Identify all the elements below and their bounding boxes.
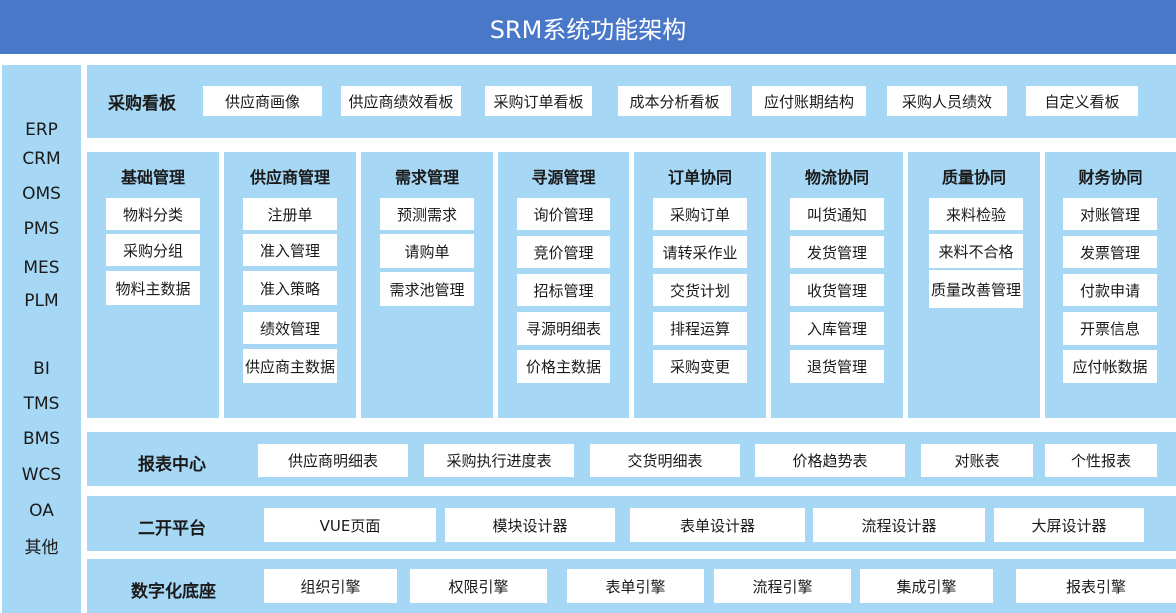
module-item[interactable]: 发票管理 <box>1063 236 1157 268</box>
report-item[interactable]: 个性报表 <box>1045 444 1157 477</box>
module-item[interactable]: 请购单 <box>380 234 474 268</box>
digital-base-label: 数字化底座 <box>131 582 216 602</box>
module-item[interactable]: 供应商主数据 <box>243 349 337 383</box>
dev-platform-item[interactable]: 流程设计器 <box>813 508 985 542</box>
side-system-item: CRM <box>22 149 61 169</box>
dev-platform-item[interactable]: 大屏设计器 <box>994 508 1144 542</box>
module-item[interactable]: 收货管理 <box>790 274 884 306</box>
side-systems-panel <box>2 65 81 613</box>
module-item[interactable]: 物料主数据 <box>106 271 200 305</box>
module-title: 基础管理 <box>120 168 185 187</box>
dev-platform-item[interactable]: 表单设计器 <box>630 508 805 542</box>
dashboard-item[interactable]: 应付账期结构 <box>752 86 866 116</box>
module-item[interactable]: 付款申请 <box>1063 274 1157 306</box>
module-item[interactable]: 需求池管理 <box>380 272 474 306</box>
digital-base-item[interactable]: 表单引擎 <box>567 569 704 603</box>
module-item[interactable]: 交货计划 <box>653 274 747 306</box>
module-item[interactable]: 准入管理 <box>243 234 337 266</box>
digital-base-item[interactable]: 集成引擎 <box>860 569 993 603</box>
side-system-item: PMS <box>23 219 60 239</box>
report-item[interactable]: 交货明细表 <box>590 444 740 477</box>
report-item[interactable]: 价格趋势表 <box>755 444 905 477</box>
digital-base-item[interactable]: 权限引擎 <box>410 569 547 603</box>
module-item[interactable]: 招标管理 <box>517 274 610 306</box>
module-item[interactable]: 退货管理 <box>790 350 884 383</box>
module-title: 寻源管理 <box>531 168 596 187</box>
module-item[interactable]: 入库管理 <box>790 312 884 345</box>
dashboard-item[interactable]: 采购订单看板 <box>485 86 592 116</box>
module-item[interactable]: 物料分类 <box>106 198 200 230</box>
side-system-item: PLM <box>24 291 59 311</box>
module-item[interactable]: 来料不合格 <box>929 234 1023 268</box>
dev-platform-item[interactable]: 模块设计器 <box>445 508 615 542</box>
side-system-item: BMS <box>22 429 61 449</box>
digital-base-item[interactable]: 组织引擎 <box>264 569 397 603</box>
module-item[interactable]: 采购变更 <box>653 350 747 383</box>
module-item[interactable]: 请转采作业 <box>653 236 747 268</box>
digital-base-item[interactable]: 流程引擎 <box>714 569 851 603</box>
module-item[interactable]: 叫货通知 <box>790 198 884 230</box>
report-item[interactable]: 对账表 <box>921 444 1033 477</box>
side-system-item: OA <box>29 501 54 521</box>
module-title: 需求管理 <box>394 168 459 187</box>
side-system-item: 其他 <box>24 538 59 558</box>
report-item[interactable]: 采购执行进度表 <box>424 444 574 477</box>
report-item[interactable]: 供应商明细表 <box>258 444 408 477</box>
module-item[interactable]: 发货管理 <box>790 236 884 268</box>
dashboard-item[interactable]: 采购人员绩效 <box>887 86 1007 116</box>
module-item[interactable]: 竞价管理 <box>517 236 610 268</box>
dev-platform-item[interactable]: VUE页面 <box>264 508 436 542</box>
dashboard-item[interactable]: 供应商绩效看板 <box>341 86 461 116</box>
module-item[interactable]: 对账管理 <box>1063 198 1157 230</box>
module-item[interactable]: 询价管理 <box>517 198 610 230</box>
dashboard-label: 采购看板 <box>108 94 176 114</box>
module-item[interactable]: 采购订单 <box>653 198 747 230</box>
side-system-item: WCS <box>21 465 62 485</box>
side-system-item: OMS <box>22 184 61 204</box>
dashboard-item[interactable]: 成本分析看板 <box>618 86 731 116</box>
module-title: 财务协同 <box>1078 168 1143 187</box>
dashboard-item[interactable]: 自定义看板 <box>1026 86 1138 116</box>
module-item[interactable]: 应付帐数据 <box>1063 350 1157 383</box>
reports-label: 报表中心 <box>138 455 206 475</box>
dev-platform-label: 二开平台 <box>138 519 206 539</box>
module-item[interactable]: 价格主数据 <box>517 350 610 383</box>
side-system-item: ERP <box>25 120 58 140</box>
module-item[interactable]: 寻源明细表 <box>517 312 610 345</box>
module-item[interactable]: 质量改善管理 <box>929 270 1023 308</box>
module-title: 物流协同 <box>804 168 869 187</box>
module-item[interactable]: 准入策略 <box>243 271 337 305</box>
module-item[interactable]: 注册单 <box>243 198 337 230</box>
page-title: SRM系统功能架构 <box>0 0 1176 54</box>
module-title: 订单协同 <box>667 168 732 187</box>
dashboard-item[interactable]: 供应商画像 <box>203 86 322 116</box>
module-item[interactable]: 采购分组 <box>106 234 200 266</box>
side-systems-list: ERP CRM OMS PMS MES PLM BI TMS BMS WCS O… <box>2 65 81 613</box>
module-title: 供应商管理 <box>249 168 330 187</box>
side-system-item: TMS <box>23 394 60 414</box>
module-item[interactable]: 绩效管理 <box>243 312 337 344</box>
module-item[interactable]: 来料检验 <box>929 198 1023 230</box>
module-item[interactable]: 排程运算 <box>653 312 747 345</box>
digital-base-item[interactable]: 报表引擎 <box>1016 569 1176 603</box>
module-item[interactable]: 预测需求 <box>380 198 474 230</box>
module-title: 质量协同 <box>941 168 1006 187</box>
module-item[interactable]: 开票信息 <box>1063 312 1157 345</box>
side-system-item: MES <box>23 258 60 278</box>
side-system-item: BI <box>33 359 50 379</box>
